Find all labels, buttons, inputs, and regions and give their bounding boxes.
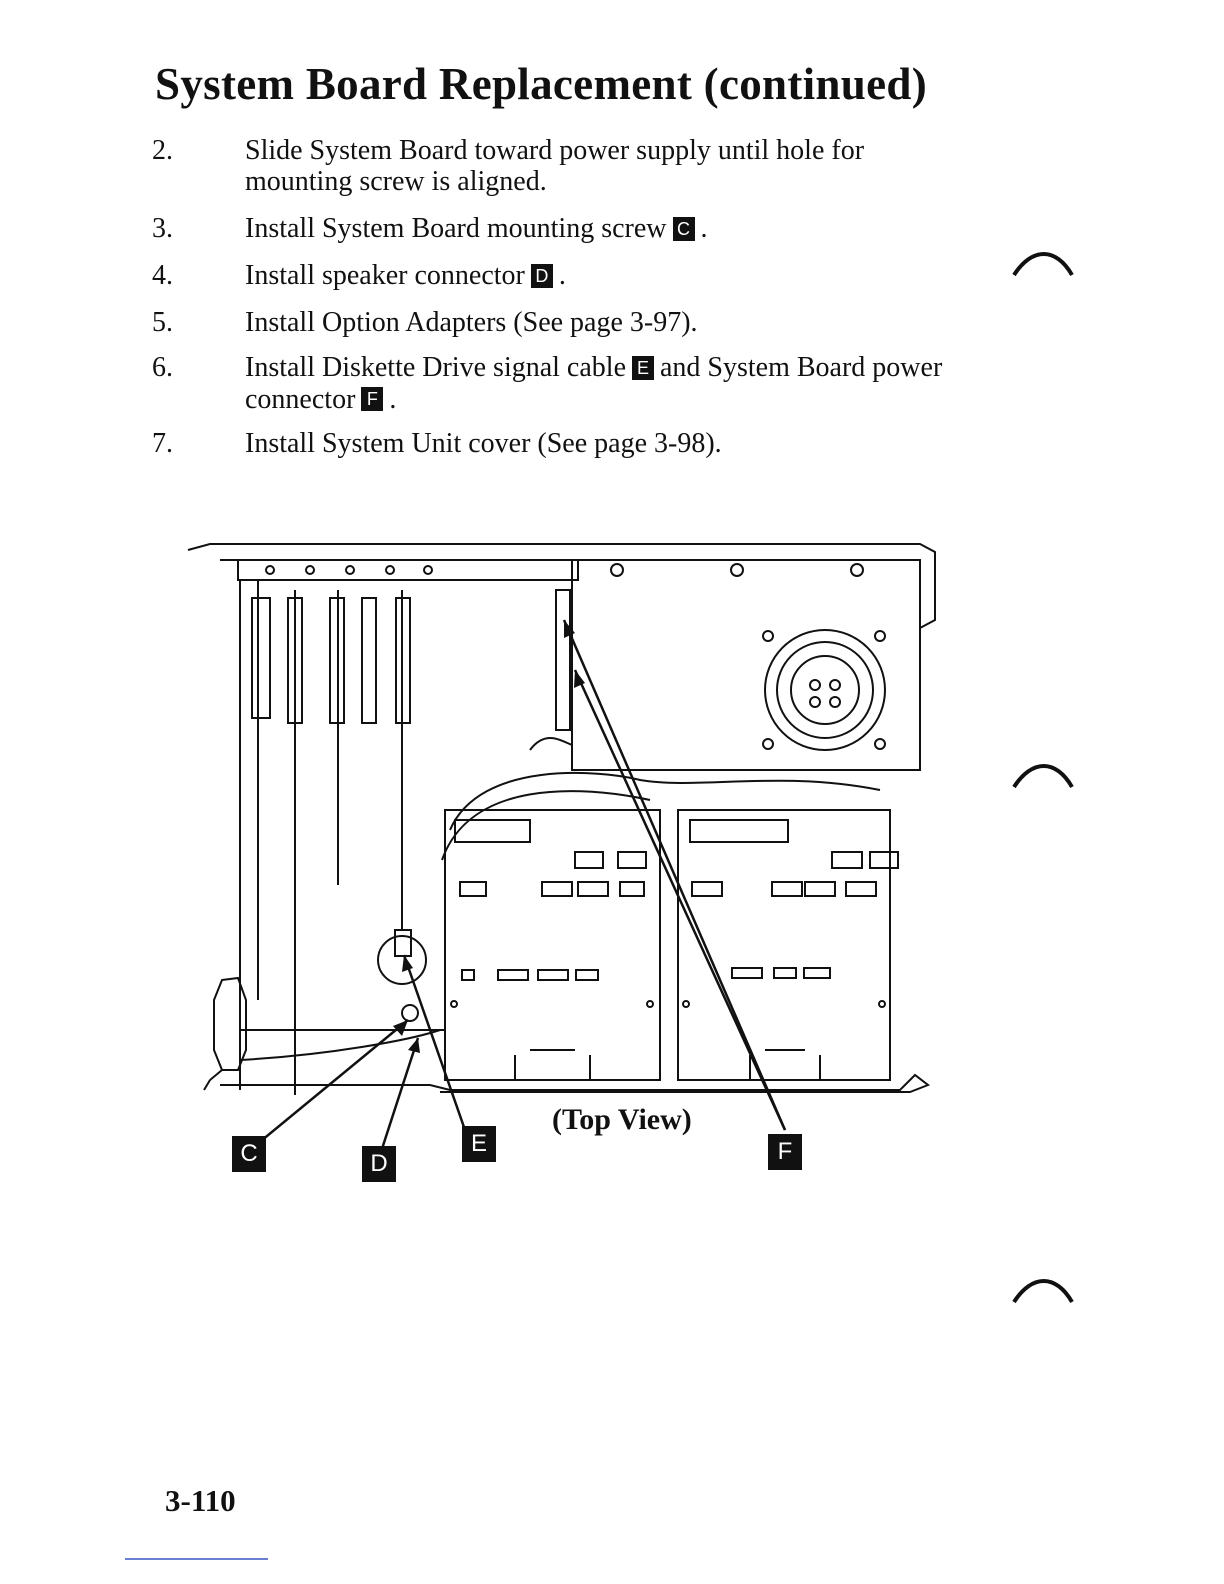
diagram-callout-d: D — [362, 1146, 396, 1182]
diagram-callout-f: F — [768, 1134, 802, 1170]
callout-d-badge: D — [530, 263, 553, 288]
step-number: 5. — [152, 307, 173, 338]
step-number: 2. — [152, 135, 173, 166]
callout-c-badge: C — [672, 216, 695, 241]
step-text-end: . — [389, 383, 397, 415]
step-text: Install Diskette Drive signal cable — [245, 352, 626, 383]
step-text-mid: and System Board power connector — [245, 352, 943, 415]
figure-caption: (Top View) — [552, 1103, 692, 1136]
page-number: 3-110 — [165, 1483, 236, 1518]
step-text: Slide System Board toward power supply u… — [245, 135, 865, 197]
footer-rule — [125, 1558, 268, 1560]
system-unit-top-view-illustration — [187, 543, 936, 1156]
step-number: 7. — [152, 428, 173, 459]
step-text: Install System Unit cover (See page 3-98… — [245, 428, 722, 459]
step-text: Install Option Adapters (See page 3-97). — [245, 307, 698, 338]
diagram-callout-e: E — [462, 1126, 496, 1162]
step-text: Install System Board mounting screw — [245, 213, 667, 244]
step-number: 3. — [152, 213, 173, 244]
step-number: 6. — [152, 352, 173, 383]
step-text: Install speaker connector — [245, 260, 525, 291]
margin-tab-mark-icon — [1012, 1279, 1074, 1304]
margin-tab-mark-icon — [1012, 764, 1074, 789]
callout-f-badge: F — [361, 387, 384, 412]
step-number: 4. — [152, 260, 173, 291]
step-text-end: . — [700, 213, 708, 244]
page-title: System Board Replacement (continued) — [155, 59, 927, 109]
step-text-end: . — [558, 260, 566, 291]
callout-e-badge: E — [632, 355, 654, 380]
diagram-callout-c: C — [232, 1136, 266, 1172]
margin-tab-mark-icon — [1012, 252, 1074, 277]
